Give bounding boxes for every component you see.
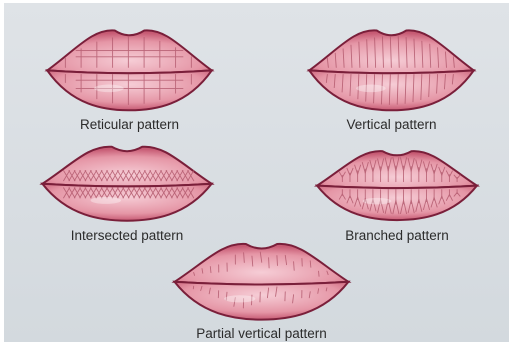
upper-lip xyxy=(47,30,212,73)
lower-lip xyxy=(175,282,349,320)
lip-highlight xyxy=(363,198,392,205)
diagram-panel: Reticular pattern Vertical pattern Inter… xyxy=(4,3,509,342)
lower-lip xyxy=(42,184,211,221)
lips-illustration xyxy=(312,143,482,225)
lip-figure-reticular: Reticular pattern xyxy=(42,21,217,151)
lip-figure-partial-vertical: Partial vertical pattern xyxy=(169,235,354,342)
lips-illustration xyxy=(42,21,217,116)
lip-highlight xyxy=(356,85,386,93)
lower-lip xyxy=(309,70,474,110)
caption-partial-vertical: Partial vertical pattern xyxy=(169,326,354,341)
caption-reticular: Reticular pattern xyxy=(42,117,217,132)
lips-illustration xyxy=(37,138,217,226)
lip-highlight xyxy=(94,85,124,93)
lip-figure-vertical: Vertical pattern xyxy=(304,21,479,151)
lower-lip xyxy=(47,70,212,110)
upper-lip xyxy=(175,244,349,285)
lips-illustration xyxy=(169,235,354,325)
lips-illustration xyxy=(304,21,479,116)
caption-vertical: Vertical pattern xyxy=(304,117,479,132)
lower-lip xyxy=(317,186,477,220)
upper-lip xyxy=(317,151,477,188)
lip-highlight xyxy=(224,295,255,302)
lip-highlight xyxy=(91,197,121,204)
upper-lip xyxy=(42,147,211,187)
